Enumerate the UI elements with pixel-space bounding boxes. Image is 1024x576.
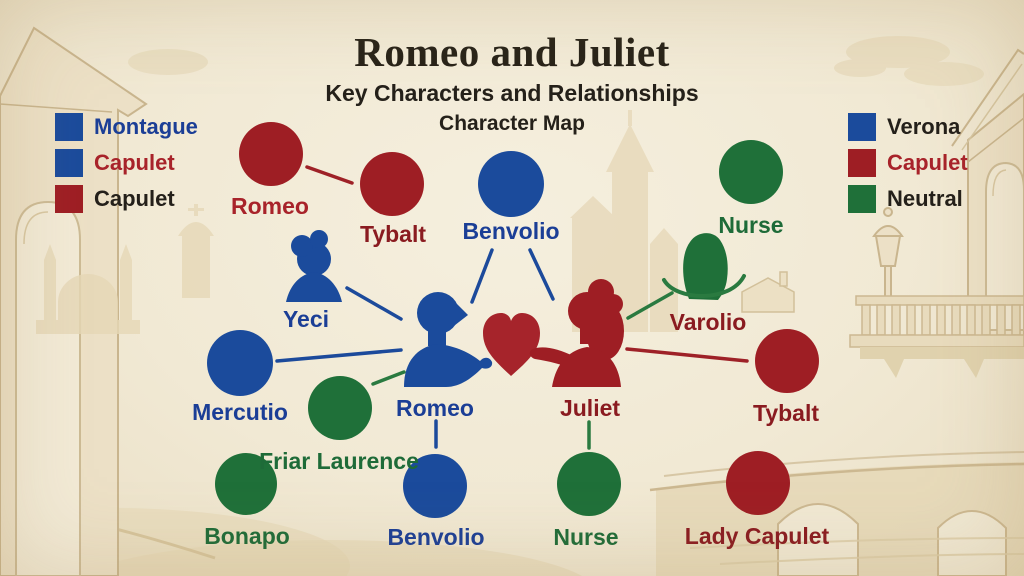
page-title: Romeo and Juliet [354,29,670,75]
edge-friar-laurence-romeo [371,370,406,386]
legend-swatch-red [848,149,876,177]
lamp-illustration [872,207,904,299]
edge-varolio-juliet [626,291,674,320]
legend-label: Montague [94,114,198,139]
label-juliet: Juliet [559,395,621,421]
church-silhouette [36,204,214,334]
node-circle-nurse-top [719,140,783,204]
label-nurse-top: Nurse [718,212,784,238]
label-lady-capulet: Lady Capulet [684,523,830,549]
label-yeci: Yeci [282,306,330,332]
legend-label: Verona [887,114,961,139]
legend-label: Capulet [887,150,968,175]
edge-mercutio-romeo [275,348,403,363]
edge-yeci-romeo [345,286,403,321]
node-circle-tybalt-top [360,152,424,216]
node-circle-nurse-bottom [557,452,621,516]
label-benvolio-bottom: Benvolio [387,524,485,550]
label-mercutio: Mercutio [192,399,288,425]
edge-juliet-tybalt-right [625,347,749,363]
legend-item-capulet: Capulet [848,149,968,177]
house-illustration [741,271,795,313]
legend-swatch-blue [848,113,876,141]
node-circle-benvolio-bottom [403,454,467,518]
label-benvolio-top: Benvolio [462,218,560,244]
legend-swatch-blue [55,113,83,141]
label-nurse-bottom: Nurse [553,524,619,550]
legend-swatch-red [55,185,83,213]
legend-item-neutral: Neutral [848,185,968,213]
bust-yeci [286,230,342,302]
label-bonapo: Bonapo [204,523,290,549]
node-circle-benvolio-top [478,151,544,217]
label-varolio: Varolio [669,309,747,335]
heart-icon [483,313,540,376]
node-circle-friar-laurence [308,376,372,440]
legend-right: Verona Capulet Neutral [848,113,968,221]
legend-swatch-blue [55,149,83,177]
node-circle-bonapo [215,453,277,515]
legend-label: Capulet [94,186,175,211]
node-circle-mercutio [207,330,273,396]
edge-romeo-top-tybalt-top [305,165,354,185]
label-tybalt-right: Tybalt [752,400,820,426]
edge-benvolio-top-juliet [528,248,555,301]
label-romeo-top: Romeo [231,193,309,219]
page-subtitle: Key Characters and Relationships [325,80,699,106]
bust-romeo [404,292,493,387]
label-friar-laurence: Friar Laurence [259,448,419,474]
cloud-illustration [128,36,984,86]
legend-item-capulet-blue: Capulet [55,149,198,177]
legend-item-montague: Montague [55,113,198,141]
legend-label: Neutral [887,186,963,211]
hill-wash [77,540,583,576]
label-tybalt-top: Tybalt [359,221,427,247]
relationship-edges [275,165,749,450]
legend-label: Capulet [94,150,175,175]
legend-swatch-green [848,185,876,213]
legend-item-verona: Verona [848,113,968,141]
balustrade-illustration [849,295,1024,378]
bust-juliet [529,279,624,387]
label-romeo: Romeo [396,395,474,421]
page-caption: Character Map [439,112,585,135]
legend-item-capulet-red: Capulet [55,185,198,213]
legend-left: Montague Capulet Capulet [55,113,198,221]
edge-benvolio-top-romeo [470,248,494,304]
node-circle-tybalt-right [755,329,819,393]
right-building-illustration [951,48,1024,353]
node-circle-lady-capulet [726,451,790,515]
node-circle-romeo-top [239,122,303,186]
character-circles [207,122,819,518]
bust-varolio [662,233,746,300]
